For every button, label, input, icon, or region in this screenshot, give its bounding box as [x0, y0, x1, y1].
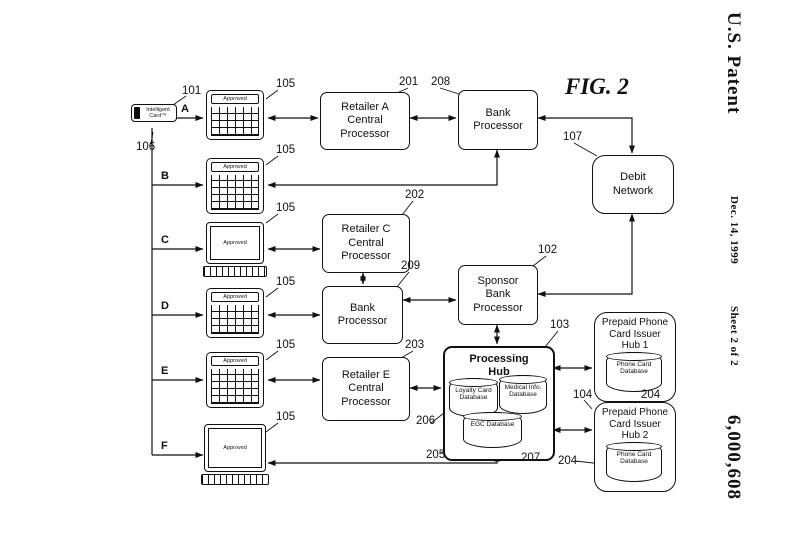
ref-106: 106: [136, 141, 156, 153]
patent-header: U.S. Patent: [723, 12, 744, 115]
ref-206: 206: [416, 415, 436, 427]
branch-label-e: E: [161, 365, 169, 377]
ref-101: 101: [182, 85, 202, 97]
terminal-display: Approved: [211, 292, 259, 302]
terminal-b: Approved: [206, 158, 264, 214]
node-sponsor-bank-processor: Sponsor Bank Processor: [458, 265, 538, 325]
terminal-keypad-icon: [211, 305, 259, 334]
terminal-display: Approved: [208, 428, 262, 468]
branch-label-f: F: [161, 440, 168, 452]
node-label: Prepaid Phone Card Issuer Hub 2: [601, 407, 669, 441]
ref-209: 209: [401, 260, 421, 272]
ref-201: 201: [399, 76, 419, 88]
ref-208: 208: [431, 76, 451, 88]
bank-debit-arrow: [537, 115, 635, 154]
ref-105-a: 105: [276, 78, 296, 90]
branch-label-a: A: [181, 103, 189, 115]
ref-105-b: 105: [276, 144, 296, 156]
database-label: Medical Info. Database: [504, 384, 542, 399]
terminal-keyboard-icon: [201, 474, 269, 485]
ref-104: 104: [573, 389, 593, 401]
patent-sheet-number: Sheet 2 of 2: [728, 306, 740, 367]
terminal-d: Approved: [206, 288, 264, 338]
intelligent-card-label: Intelligent Card™: [146, 107, 170, 120]
database-label: Phone Card Database: [616, 361, 652, 376]
branch-label-c: C: [161, 234, 169, 246]
terminal-c: Approved: [203, 222, 267, 277]
node-label: Prepaid Phone Card Issuer Hub 1: [601, 317, 669, 351]
terminal-display: Approved: [211, 356, 259, 366]
ref-105-f: 105: [276, 411, 296, 423]
ref-105-e: 105: [276, 339, 296, 351]
branch-label-b: B: [161, 170, 169, 182]
figure-title: FIG. 2: [565, 74, 629, 99]
node-retailer-e-processor: Retailer E Central Processor: [322, 357, 410, 421]
ref-205: 205: [426, 449, 446, 461]
node-label: Retailer E Central Processor: [341, 368, 391, 408]
node-bank-processor-top: Bank Processor: [458, 90, 538, 150]
ref-103: 103: [550, 319, 570, 331]
ref-207: 207: [521, 452, 541, 464]
ref-105-d: 105: [276, 276, 296, 288]
phone-card-database-2: Phone Card Database: [606, 442, 662, 482]
ref-107: 107: [563, 131, 583, 143]
node-debit-network: Debit Network: [592, 155, 674, 214]
terminal-screen: Approved: [206, 222, 264, 264]
database-label: EGC Database: [470, 421, 515, 428]
terminal-keypad-icon: [211, 369, 259, 404]
terminal-e: Approved: [206, 352, 264, 408]
node-label: Debit Network: [612, 171, 654, 197]
phone-card-database-1: Phone Card Database: [606, 352, 662, 392]
branch-label-d: D: [161, 300, 169, 312]
patent-date: Dec. 14, 1999: [728, 196, 740, 265]
node-retailer-a-processor: Retailer A Central Processor: [320, 92, 410, 150]
node-label: Retailer C Central Processor: [341, 223, 391, 263]
terminal-keypad-icon: [211, 175, 259, 210]
terminal-screen: Approved: [204, 424, 266, 472]
ref-102: 102: [538, 244, 558, 256]
terminal-keypad-icon: [211, 107, 259, 136]
ref-105-c: 105: [276, 202, 296, 214]
terminal-display: Approved: [211, 162, 259, 172]
node-label: Bank Processor: [473, 106, 523, 132]
terminal-display: Approved: [210, 226, 260, 260]
database-label: Loyalty Card Database: [455, 387, 492, 402]
node-label: Sponsor Bank Processor: [473, 274, 523, 314]
intelligent-card: Intelligent Card™: [131, 104, 177, 123]
terminal-display: Approved: [211, 94, 259, 104]
ref-204-hub1: 204: [641, 389, 661, 401]
database-label: Phone Card Database: [616, 451, 652, 466]
terminal-f: Approved: [201, 424, 269, 485]
node-retailer-c-processor: Retailer C Central Processor: [322, 214, 410, 273]
loyalty-card-database: Loyalty Card Database: [449, 378, 498, 417]
sponsor-debit-arrow: [537, 213, 635, 297]
node-label: Retailer A Central Processor: [340, 100, 390, 140]
card-chip-icon: [134, 107, 140, 120]
node-bank-processor-mid: Bank Processor: [322, 286, 403, 344]
ref-202: 202: [405, 189, 425, 201]
node-label: Bank Processor: [337, 301, 388, 327]
processing-hub-title: Processing Hub: [469, 353, 529, 379]
ref-204-hub2: 204: [558, 455, 578, 467]
medical-info-database: Medical Info. Database: [499, 375, 547, 414]
terminal-a: Approved: [206, 90, 264, 140]
egc-database: EGC Database: [463, 412, 522, 448]
patent-number: 6,000,608: [723, 415, 744, 500]
terminal-b-bank-arrow: [267, 149, 500, 188]
ref-203: 203: [405, 339, 425, 351]
terminal-keyboard-icon: [203, 266, 267, 277]
